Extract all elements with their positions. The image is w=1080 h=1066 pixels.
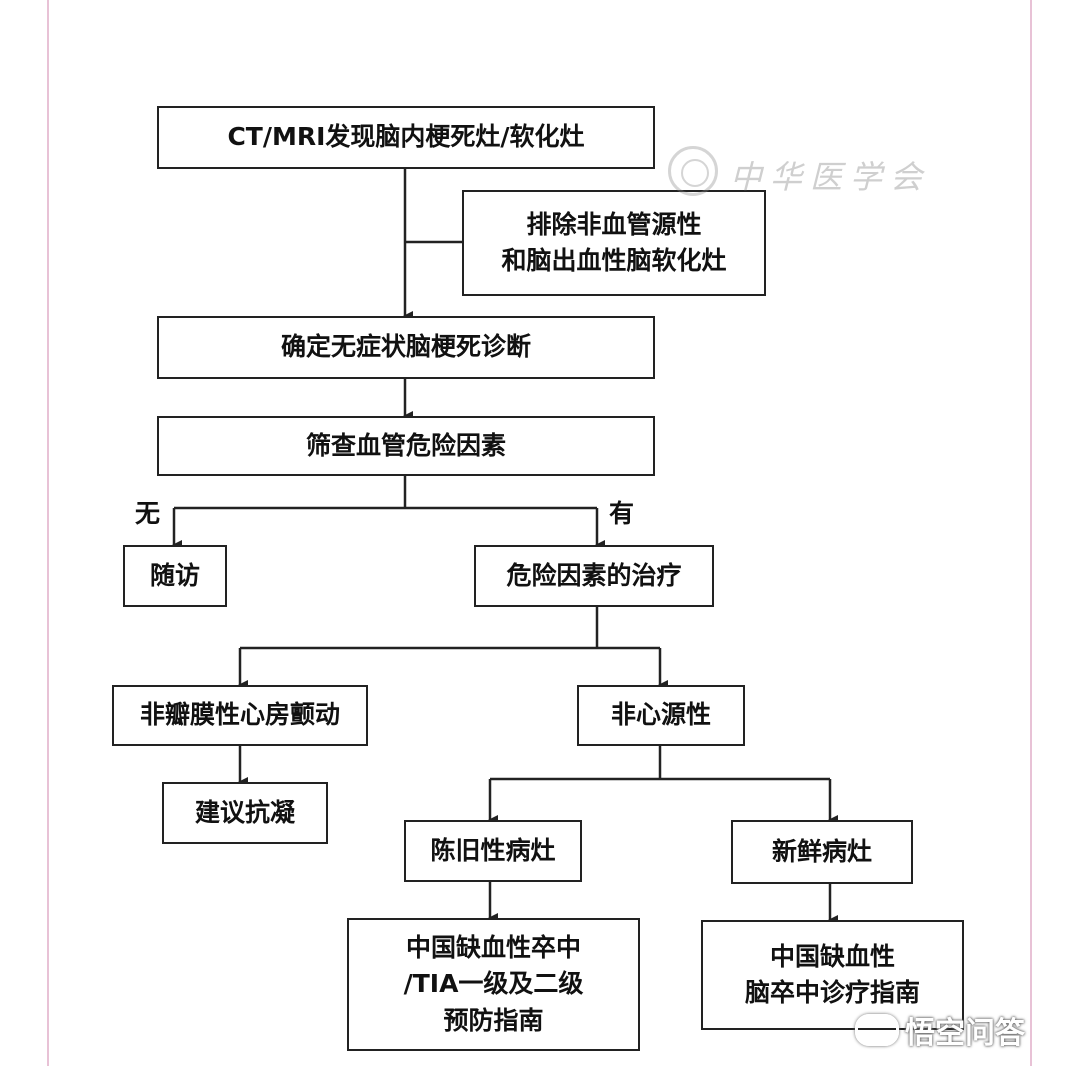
guide-prevention-line1: 中国缺血性卒中 — [405, 933, 581, 963]
af-text: 非瓣膜性心房颤动 — [139, 700, 340, 730]
guide-treatment-line2: 脑卒中诊疗指南 — [744, 978, 920, 1007]
guide-treatment-box: 中国缺血性 脑卒中诊疗指南 — [701, 920, 964, 1030]
af-box: 非瓣膜性心房颤动 — [112, 685, 368, 746]
old-lesion-text: 陈旧性病灶 — [430, 835, 556, 865]
guide-prevention-box: 中国缺血性卒中 /TIA一级及二级 预防指南 — [347, 918, 640, 1051]
new-lesion-text: 新鲜病灶 — [771, 836, 872, 866]
non-cardiac-box: 非心源性 — [577, 685, 745, 746]
right-page-edge — [1030, 0, 1032, 1066]
old-lesion-box: 陈旧性病灶 — [404, 820, 582, 882]
risk-treatment-text: 危险因素的治疗 — [506, 560, 682, 590]
confirm-text: 确定无症状脑梗死诊断 — [280, 332, 531, 362]
screen-text: 筛查血管危险因素 — [305, 430, 506, 460]
anticoag-text: 建议抗凝 — [194, 797, 295, 827]
non-cardiac-text: 非心源性 — [610, 700, 711, 730]
exclude-text-line2: 和脑出血性脑软化灶 — [501, 246, 727, 275]
seal-icon — [668, 146, 718, 196]
followup-box: 随访 — [123, 545, 227, 607]
guide-prevention-line3: 预防指南 — [443, 1005, 544, 1035]
guide-treatment-line1: 中国缺血性 — [769, 941, 895, 971]
detect-text: CT/MRI发现脑内梗死灶/软化灶 — [227, 122, 585, 152]
footer-logo: 悟空问答 — [855, 1010, 1025, 1051]
detect-box: CT/MRI发现脑内梗死灶/软化灶 — [157, 106, 655, 169]
footer-logo-text: 悟空问答 — [905, 1016, 1025, 1051]
risk-treatment-box: 危险因素的治疗 — [474, 545, 714, 607]
watermark: 中华医学会 — [668, 142, 938, 202]
branch-label-yes: 有 — [609, 499, 635, 528]
speech-bubble-icon — [855, 1014, 899, 1046]
anticoag-box: 建议抗凝 — [162, 782, 328, 844]
exclude-text-line1: 排除非血管源性 — [526, 209, 702, 239]
confirm-box: 确定无症状脑梗死诊断 — [157, 316, 655, 379]
screen-box: 筛查血管危险因素 — [157, 416, 655, 476]
watermark-text: 中华医学会 — [730, 158, 931, 196]
branch-label-no: 无 — [135, 499, 161, 528]
new-lesion-box: 新鲜病灶 — [731, 820, 913, 884]
left-page-edge — [47, 0, 49, 1066]
guide-prevention-line2: /TIA一级及二级 — [403, 969, 584, 999]
exclude-box: 排除非血管源性 和脑出血性脑软化灶 — [462, 190, 766, 296]
followup-text: 随访 — [149, 560, 200, 590]
